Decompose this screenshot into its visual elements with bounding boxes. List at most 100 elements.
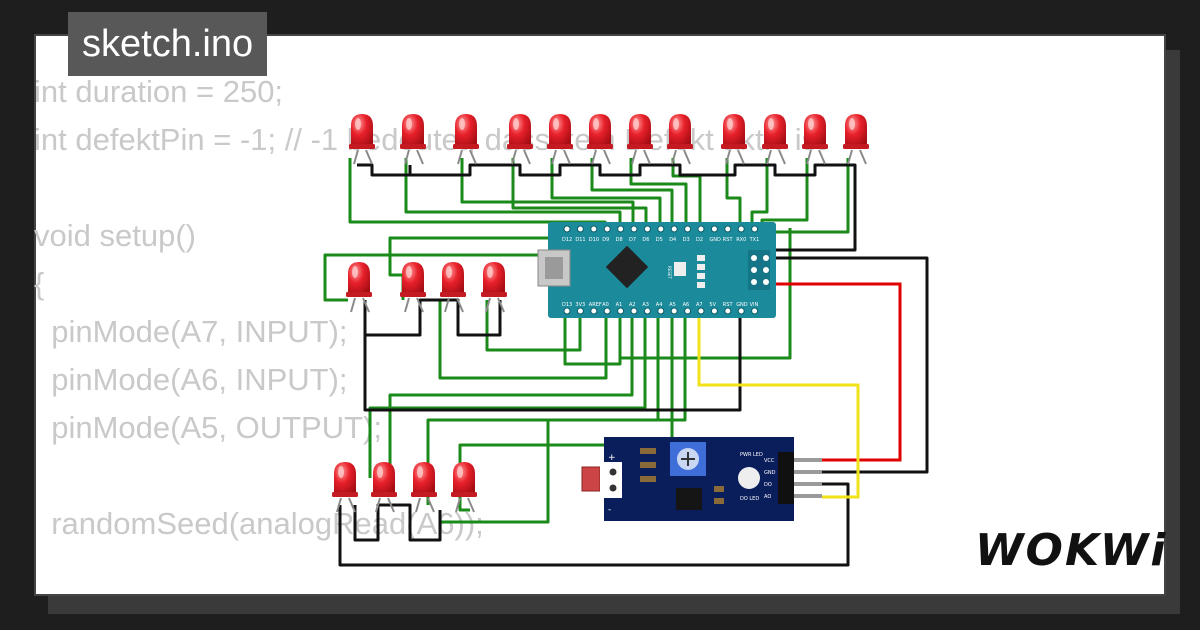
led-red[interactable] bbox=[667, 114, 693, 165]
svg-text:GND: GND bbox=[764, 470, 776, 476]
svg-text:A2: A2 bbox=[629, 302, 636, 308]
led-red[interactable] bbox=[371, 462, 397, 513]
reset-label: RESET bbox=[667, 266, 672, 279]
svg-text:AREF: AREF bbox=[589, 302, 602, 308]
pin-tx1[interactable]: TX1 bbox=[749, 225, 760, 243]
pin-d3[interactable]: D3 bbox=[683, 225, 692, 243]
code-line: { bbox=[34, 266, 45, 301]
led-red[interactable] bbox=[451, 462, 477, 513]
led-red[interactable] bbox=[346, 262, 372, 313]
led-red[interactable] bbox=[453, 114, 479, 165]
pin-d2[interactable]: D2 bbox=[696, 225, 705, 243]
pin-d11[interactable]: D11 bbox=[575, 225, 586, 243]
led-red[interactable] bbox=[547, 114, 573, 165]
svg-text:5V: 5V bbox=[709, 302, 716, 308]
pin-a1[interactable]: A1 bbox=[616, 302, 625, 315]
svg-text:TX1: TX1 bbox=[749, 237, 760, 243]
code-line: pinMode(A6, INPUT); bbox=[34, 362, 348, 397]
pin-gnd[interactable]: GND bbox=[709, 225, 721, 243]
svg-text:VCC: VCC bbox=[764, 458, 775, 464]
pin-d13[interactable]: D13 bbox=[562, 302, 572, 315]
pin-d7[interactable]: D7 bbox=[629, 225, 638, 243]
pin-d6[interactable]: D6 bbox=[642, 225, 651, 243]
pin-d10[interactable]: D10 bbox=[589, 225, 599, 243]
pin-a6[interactable]: A6 bbox=[683, 302, 692, 315]
led-red[interactable] bbox=[400, 114, 426, 165]
pin-d4[interactable]: D4 bbox=[669, 225, 678, 243]
pin-a0[interactable]: A0 bbox=[602, 302, 611, 315]
led-red[interactable] bbox=[507, 114, 533, 165]
svg-text:A7: A7 bbox=[696, 302, 703, 308]
svg-text:D10: D10 bbox=[589, 237, 599, 243]
sensor-pin-labels: VCC GND DO AO bbox=[764, 458, 776, 500]
do-led-label: DO LED bbox=[740, 496, 759, 502]
pin-d12[interactable]: D12 bbox=[562, 225, 572, 243]
svg-text:D5: D5 bbox=[656, 237, 663, 243]
sensor-minus: - bbox=[608, 505, 611, 515]
svg-text:D9: D9 bbox=[602, 237, 609, 243]
pin-rx0[interactable]: RX0 bbox=[736, 225, 746, 243]
svg-text:DO: DO bbox=[764, 482, 772, 488]
pin-3v3[interactable]: 3V3 bbox=[575, 302, 585, 315]
pin-rst[interactable]: RST bbox=[723, 225, 734, 243]
pin-d8[interactable]: D8 bbox=[616, 225, 625, 243]
code-line: pinMode(A5, OUTPUT); bbox=[34, 410, 382, 445]
svg-text:D6: D6 bbox=[642, 237, 649, 243]
pin-a5[interactable]: A5 bbox=[669, 302, 678, 315]
led-red[interactable] bbox=[587, 114, 613, 165]
led-red[interactable] bbox=[481, 262, 507, 313]
pin-a4[interactable]: A4 bbox=[656, 302, 665, 315]
pin-rst[interactable]: RST bbox=[723, 302, 734, 315]
svg-text:GND: GND bbox=[709, 237, 721, 243]
svg-text:A6: A6 bbox=[683, 302, 690, 308]
pin-a2[interactable]: A2 bbox=[629, 302, 638, 315]
svg-text:D7: D7 bbox=[629, 237, 636, 243]
led-red[interactable] bbox=[762, 114, 788, 165]
yellow-wire bbox=[697, 305, 860, 499]
sensor-plus: + bbox=[608, 453, 616, 463]
led-red[interactable] bbox=[440, 262, 466, 313]
svg-text:D12: D12 bbox=[562, 237, 572, 243]
pin-gnd[interactable]: GND bbox=[736, 302, 748, 315]
svg-text:VIN: VIN bbox=[750, 302, 759, 308]
led-red[interactable] bbox=[721, 114, 747, 165]
pin-5v[interactable]: 5V bbox=[709, 302, 718, 315]
led-red[interactable] bbox=[332, 462, 358, 513]
black-wires bbox=[338, 163, 929, 567]
pin-d9[interactable]: D9 bbox=[602, 225, 611, 243]
code-line: int duration = 250; bbox=[34, 74, 284, 109]
svg-text:A5: A5 bbox=[669, 302, 676, 308]
pin-aref[interactable]: AREF bbox=[589, 302, 602, 315]
svg-text:GND: GND bbox=[736, 302, 748, 308]
svg-text:D2: D2 bbox=[696, 237, 703, 243]
svg-text:A4: A4 bbox=[656, 302, 663, 308]
led-group bbox=[332, 114, 869, 513]
pin-vin[interactable]: VIN bbox=[750, 302, 759, 315]
led-red[interactable] bbox=[843, 114, 869, 165]
svg-text:RST: RST bbox=[723, 302, 734, 308]
svg-text:D11: D11 bbox=[575, 237, 585, 243]
code-line: pinMode(A7, INPUT); bbox=[34, 314, 348, 349]
svg-text:AO: AO bbox=[764, 494, 771, 500]
svg-text:D13: D13 bbox=[562, 302, 572, 308]
wokwi-logo: WOKWi bbox=[975, 525, 1168, 576]
svg-text:A3: A3 bbox=[642, 302, 649, 308]
pin-a3[interactable]: A3 bbox=[642, 302, 651, 315]
led-red[interactable] bbox=[627, 114, 653, 165]
pin-a7[interactable]: A7 bbox=[696, 302, 705, 315]
svg-text:RST: RST bbox=[723, 237, 734, 243]
led-red[interactable] bbox=[411, 462, 437, 513]
sensor-module[interactable]: + - PWR LED DO LED VCC GND DO AO bbox=[581, 437, 822, 521]
led-red[interactable] bbox=[349, 114, 375, 165]
pwr-led-label: PWR LED bbox=[740, 452, 763, 458]
pin-d5[interactable]: D5 bbox=[656, 225, 665, 243]
file-title: sketch.ino bbox=[68, 12, 268, 76]
led-red[interactable] bbox=[802, 114, 828, 165]
led-red[interactable] bbox=[400, 262, 426, 313]
svg-text:3V3: 3V3 bbox=[575, 302, 585, 308]
svg-text:D8: D8 bbox=[616, 237, 623, 243]
svg-text:D4: D4 bbox=[669, 237, 676, 243]
